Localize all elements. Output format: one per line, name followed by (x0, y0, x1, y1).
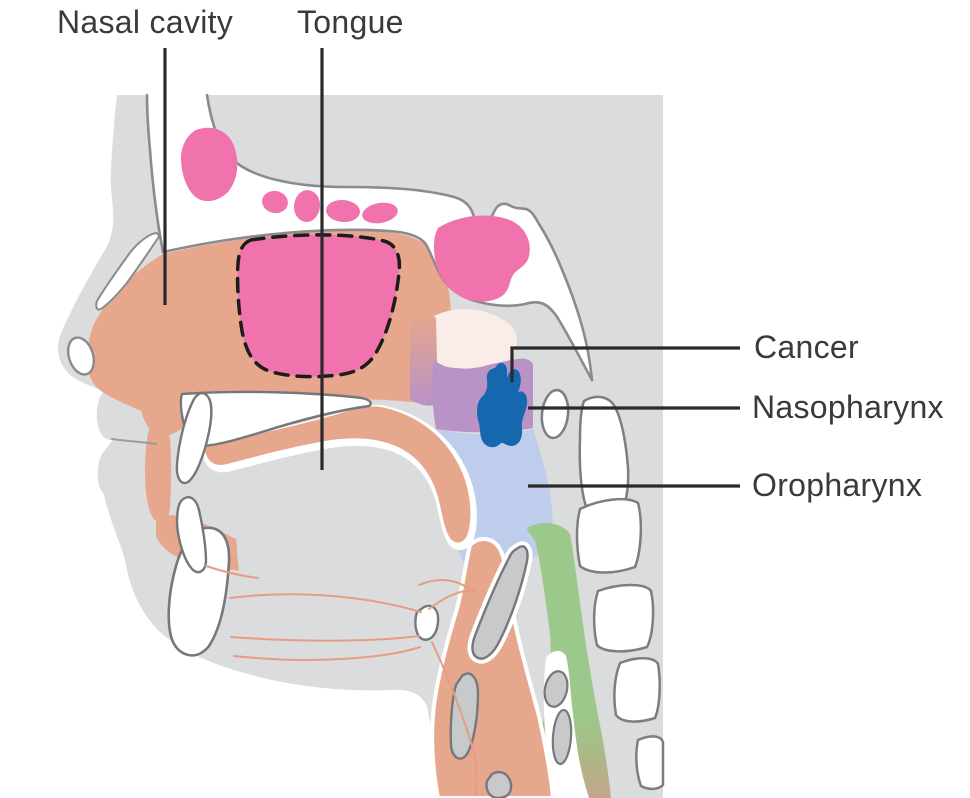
sphenoid-sinus (433, 215, 530, 302)
upper-incisor-tooth (175, 391, 213, 485)
tracheal-cartilage (485, 770, 513, 798)
arytenoid-cartilage (543, 670, 569, 708)
vertebra-c6 (635, 735, 665, 791)
ethmoid-cell-1 (262, 190, 288, 214)
mylohyoid-line-2 (230, 635, 420, 642)
adenoid-region (428, 308, 518, 375)
ethmoid-cell-3 (326, 199, 360, 223)
oral-vestibule (145, 421, 172, 523)
label-oropharynx: Oropharynx (752, 467, 923, 503)
atlas-anterior-arch (540, 388, 570, 440)
label-cancer: Cancer (754, 329, 859, 365)
label-nasopharynx: Nasopharynx (752, 389, 944, 425)
cancer-region (477, 362, 528, 448)
thyroid-cartilage (449, 672, 480, 760)
muscle-lines (205, 565, 478, 796)
mandible-bone (167, 526, 231, 657)
cancer-leader-line (510, 346, 740, 382)
nasal-roof-boundary-line (145, 93, 594, 382)
label-nasal-cavity: Nasal cavity (57, 4, 234, 40)
thyrohyoid-line (431, 641, 478, 796)
vertebrae (540, 388, 665, 791)
vertebra-c3 (575, 497, 643, 574)
epiglottis (471, 545, 529, 660)
cricoid-cartilage (551, 708, 573, 766)
nostril-cartilage (66, 336, 96, 376)
nasal-bone-sliver (95, 231, 161, 311)
nasal-cavity-highlight (235, 233, 402, 379)
lower-incisor-tooth (175, 496, 208, 574)
hyoepiglottic-line (428, 589, 477, 610)
frontal-sinus (181, 127, 238, 202)
vertebra-c5 (613, 657, 661, 723)
sinuses (181, 127, 530, 302)
mylohyoid-line-3 (233, 646, 421, 661)
nasopharynx-transition (410, 311, 438, 406)
sublingual-line (205, 565, 259, 579)
label-tongue: Tongue (297, 4, 404, 40)
leader-lines (163, 48, 740, 488)
mylohyoid-line-1 (229, 593, 422, 613)
pharyngoepiglottic-fold (418, 579, 470, 590)
larynx-cartilage (414, 541, 533, 798)
mouth-slit-line (111, 438, 157, 445)
hyoid-bone (414, 604, 440, 641)
vertebra-c4 (592, 583, 655, 653)
ethmoid-cell-2 (293, 190, 321, 222)
cranium-boundary-line (205, 93, 594, 382)
ethmoid-cell-4 (362, 202, 398, 224)
tongue-dorsum-soft-palate (204, 406, 471, 543)
